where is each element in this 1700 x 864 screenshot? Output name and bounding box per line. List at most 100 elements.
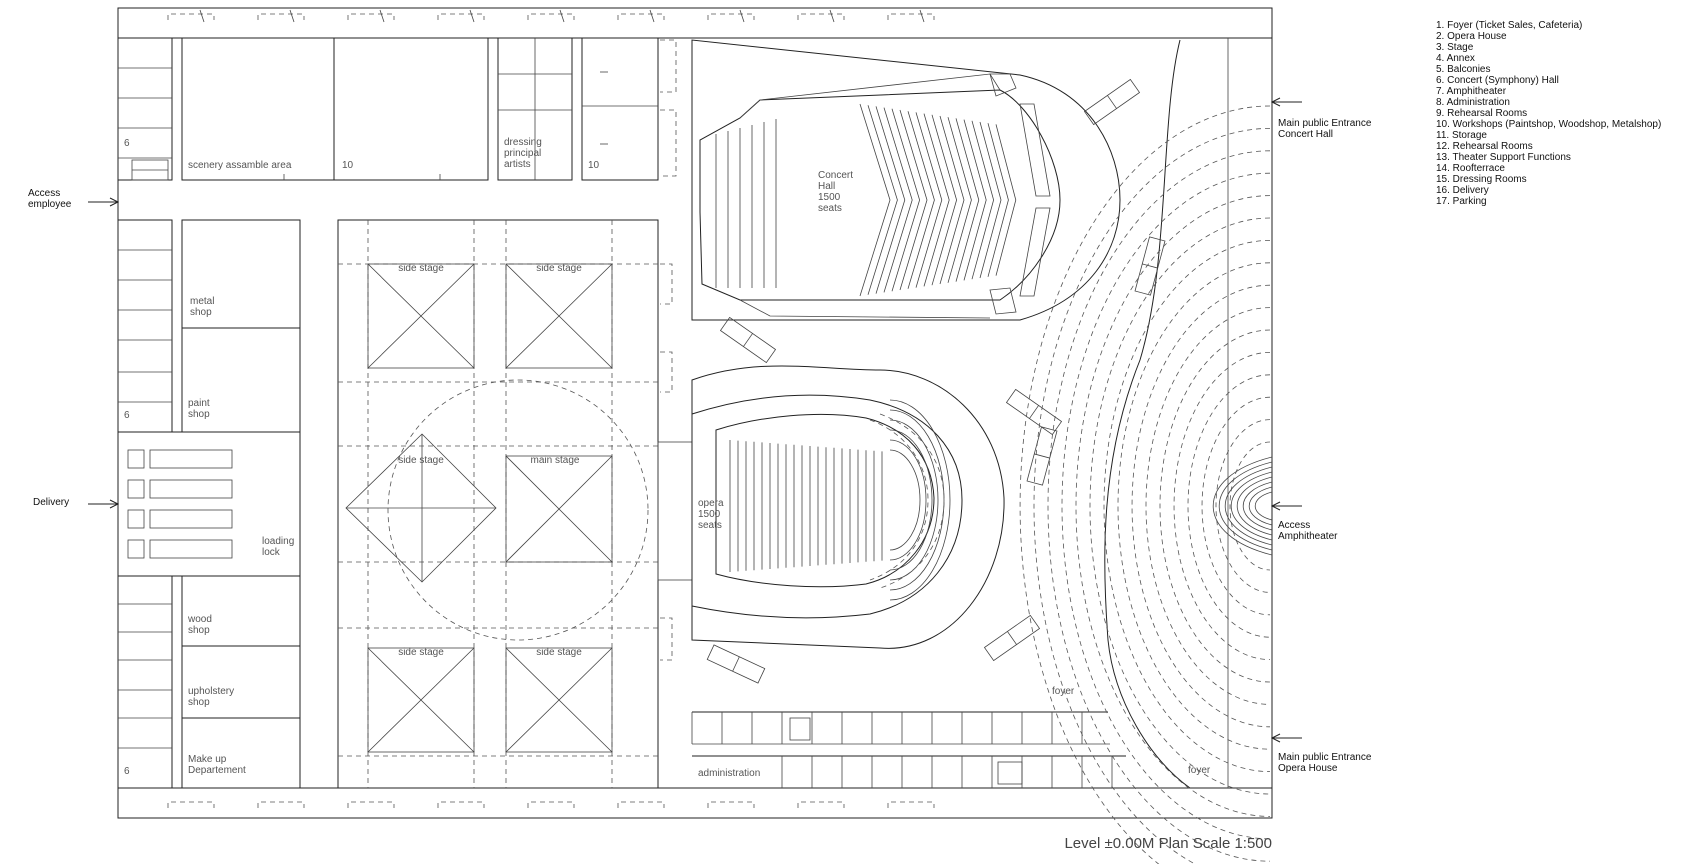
- concert-seat-row: [931, 114, 958, 286]
- concert-seat-row: [899, 109, 928, 291]
- entrance-arrows: [88, 97, 1302, 743]
- foyer-bench: [1005, 388, 1063, 436]
- bench-divider: [743, 333, 753, 347]
- parking-bay-top: [707, 13, 755, 20]
- legend-item-3: 3. Stage: [1436, 42, 1474, 53]
- amphitheater-core: [1213, 456, 1273, 556]
- label-access-employee-line-1: Access: [28, 188, 60, 199]
- concert-seat-row: [923, 113, 950, 287]
- amphitheater-tier: [1229, 441, 1271, 571]
- foyer-bench: [719, 316, 777, 364]
- label-loading-line-2: lock: [262, 547, 281, 558]
- amphitheater-core-ring: [1231, 471, 1273, 541]
- bench-outline: [1134, 236, 1166, 296]
- amphitheater-tier: [1145, 307, 1271, 705]
- label-access-employee-line-2: employee: [28, 199, 72, 210]
- amphitheater-tier: [1187, 374, 1271, 638]
- legend-item-8: 8. Administration: [1436, 97, 1510, 108]
- amphitheater-core-ring: [1213, 456, 1273, 556]
- label-opera-entrance-line-1: Main public Entrance: [1278, 752, 1372, 763]
- concert-seat-row: [995, 124, 1017, 276]
- parking-bay-bottom: [347, 801, 395, 808]
- label-wood-line-2: shop: [188, 625, 210, 636]
- concert-seat-row: [867, 105, 898, 295]
- parking-bay-top: [167, 13, 215, 20]
- concert-seat-row: [947, 117, 972, 283]
- label-loading-line-1: loading: [262, 536, 294, 547]
- bench-divider: [1034, 453, 1050, 459]
- foyer-bench: [983, 614, 1041, 662]
- opera-curved-row: [889, 449, 921, 551]
- label-makeup-line-2: Departement: [188, 765, 246, 776]
- amphitheater-core-ring: [1219, 461, 1273, 551]
- foyer: [706, 39, 1191, 789]
- plan-scale-caption: Level ±0.00M Plan Scale 1:500: [1064, 835, 1272, 852]
- concert-seat-row: [891, 108, 921, 292]
- legend-item-1: 1. Foyer (Ticket Sales, Cafeteria): [1436, 20, 1582, 31]
- label-side-stage-1: side stage: [398, 263, 444, 274]
- foyer-bench: [1083, 78, 1141, 126]
- label-upholstery-shop: upholstery shop: [188, 686, 237, 708]
- concert-seat-row: [883, 107, 913, 293]
- label-wood-line-1: wood: [187, 614, 212, 625]
- foyer-bench: [1134, 236, 1166, 296]
- legend: 1. Foyer (Ticket Sales, Cafeteria) 2. Op…: [1436, 20, 1661, 207]
- parking-bay-bottom: [437, 801, 485, 808]
- amphitheater-tier: [1215, 419, 1271, 593]
- label-side-stage-4: side stage: [398, 647, 444, 658]
- legend-item-10: 10. Workshops (Paintshop, Woodshop, Meta…: [1436, 119, 1661, 130]
- parking-bay-top: [887, 13, 935, 20]
- label-concert-line-4: seats: [818, 203, 842, 214]
- bench-divider: [1007, 631, 1017, 645]
- label-amphitheater-line-1: Access: [1278, 520, 1310, 531]
- parking-bay-divider: [559, 9, 565, 23]
- amphitheater-tier: [1159, 329, 1271, 683]
- parking-bay-bottom: [167, 801, 215, 808]
- label-room-6-top: 6: [124, 138, 130, 149]
- label-amphitheater-line-2: Amphitheater: [1278, 531, 1338, 542]
- amphitheater-tier: [1089, 217, 1271, 795]
- label-metal-line-2: shop: [190, 307, 212, 318]
- concert-seat-row: [963, 119, 987, 281]
- legend-item-17: 17. Parking: [1436, 196, 1487, 207]
- concert-seat-row: [955, 118, 980, 282]
- amphitheater: [1019, 105, 1271, 864]
- label-main-stage: main stage: [531, 455, 580, 466]
- entrance-labels: Access employee Delivery Main public Ent…: [28, 118, 1372, 774]
- bench-outline: [719, 316, 777, 364]
- amphitheater-core-ring: [1248, 486, 1273, 526]
- label-upholstery-line-2: shop: [188, 697, 210, 708]
- parking-bay-bottom: [257, 801, 305, 808]
- legend-item-15: 15. Dressing Rooms: [1436, 174, 1527, 185]
- parking-bay-divider: [379, 9, 385, 23]
- label-side-stage-5: side stage: [536, 647, 582, 658]
- label-concert-line-2: Hall: [818, 181, 835, 192]
- amphitheater-core-ring: [1243, 481, 1273, 531]
- opera-curved-row: [889, 439, 927, 561]
- parking-bay-divider: [739, 9, 745, 23]
- room-labels: 6 scenery assamble area 10 dressing prin…: [124, 137, 1211, 779]
- concert-hall: [691, 39, 1121, 321]
- label-concert-line-3: 1500: [818, 192, 841, 203]
- amphitheater-core-ring: [1254, 491, 1273, 521]
- foyer-bench: [706, 644, 766, 684]
- amphitheater-tier: [1103, 240, 1271, 772]
- parking-bay-bottom: [887, 801, 935, 808]
- amphitheater-tier: [1033, 128, 1271, 864]
- parking-bay-divider: [469, 9, 475, 23]
- legend-item-12: 12. Rehearsal Rooms: [1436, 141, 1533, 152]
- amphitheater-core-ring: [1224, 466, 1273, 546]
- label-foyer-2: foyer: [1188, 765, 1211, 776]
- label-makeup-department: Make up Departement: [188, 754, 246, 776]
- parking-marks: [167, 9, 935, 808]
- label-dressing-line-1: dressing: [504, 137, 542, 148]
- concert-seat-row: [979, 121, 1002, 279]
- label-room-10-a: 10: [342, 160, 354, 171]
- concert-seat-row: [875, 106, 906, 294]
- label-concert-line-1: Concert: [818, 170, 853, 181]
- amphitheater-tier: [1131, 284, 1271, 728]
- label-opera-entrance-line-2: Opera House: [1278, 763, 1338, 774]
- opera-curved-row: [889, 399, 951, 601]
- label-metal-line-1: metal: [190, 296, 214, 307]
- label-access-employee: Access employee: [28, 188, 72, 210]
